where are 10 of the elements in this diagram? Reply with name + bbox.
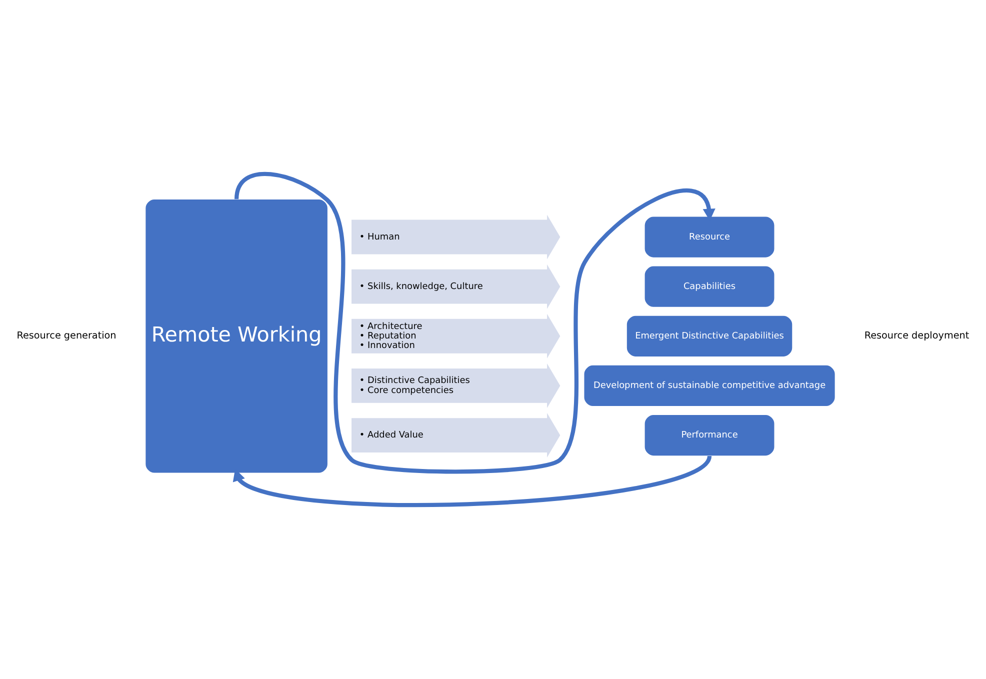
node-box: Capabilities <box>644 266 774 307</box>
label: Resource deployment <box>864 330 970 342</box>
node-box: Performance <box>644 414 774 456</box>
arrow <box>232 454 712 508</box>
node-box: Resource <box>644 216 774 258</box>
node-box: Emergent Distinctive Capabilities <box>626 316 792 356</box>
arrow <box>234 172 716 474</box>
label: Resource generation <box>16 330 116 342</box>
node-box: Development of sustainable competitive advantage <box>584 365 835 406</box>
node-box: Remote Working <box>146 200 328 473</box>
